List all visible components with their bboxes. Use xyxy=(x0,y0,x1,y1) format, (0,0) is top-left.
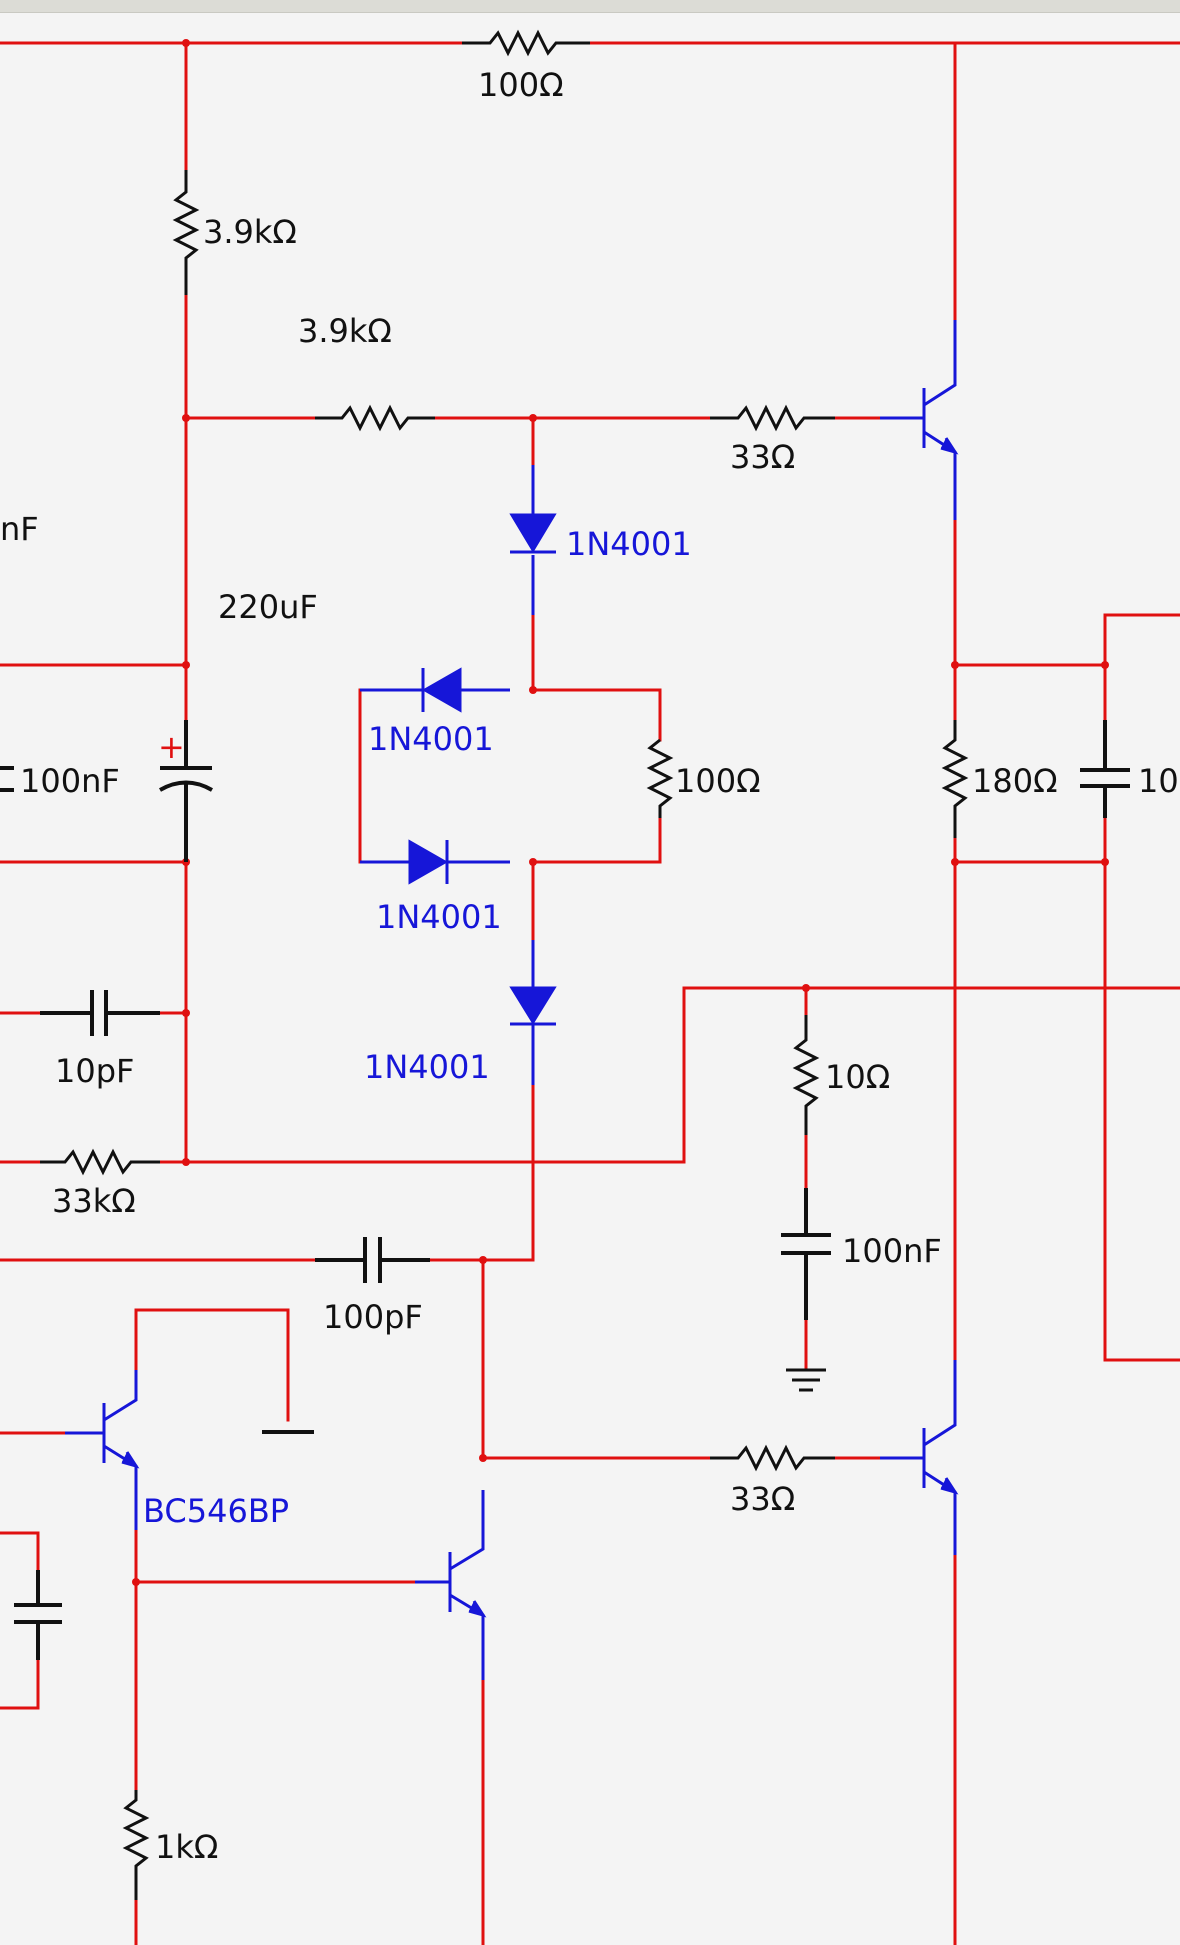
resistor-1k xyxy=(122,1790,150,1900)
transistor-lower-right xyxy=(880,1360,959,1555)
capacitor-100n-right xyxy=(781,1188,831,1320)
resistor-top-100 xyxy=(462,29,590,57)
transistor-upper-right xyxy=(880,320,959,520)
diode-d3 xyxy=(360,839,510,885)
label-diode-d2: 1N4001 xyxy=(368,720,494,758)
capacitor-100n-left xyxy=(0,766,14,792)
capacitor-100p xyxy=(315,1237,430,1283)
label-r-3k9-b: 3.9kΩ xyxy=(298,312,392,350)
diode-d2 xyxy=(360,667,510,713)
label-c-partial-right: 10 xyxy=(1138,762,1179,800)
resistor-3k9-horizontal xyxy=(315,404,435,432)
capacitor-220u xyxy=(159,720,213,862)
resistor-180 xyxy=(941,720,969,838)
ground-10-branch xyxy=(786,1368,826,1392)
resistor-33-lower xyxy=(710,1444,835,1472)
capacitor-10p xyxy=(40,990,160,1036)
label-c-partial-nf: nF xyxy=(0,510,39,548)
label-c-100n-right: 100nF xyxy=(842,1232,942,1270)
transistor-lower-middle xyxy=(415,1490,487,1680)
resistors xyxy=(40,29,969,1900)
label-c-10p: 10pF xyxy=(55,1052,134,1090)
label-r-33-lower: 33Ω xyxy=(730,1480,795,1518)
diodes xyxy=(360,465,557,1085)
label-r-1k: 1kΩ xyxy=(155,1828,218,1866)
label-c-220u: 220uF xyxy=(218,588,318,626)
transistor-bc546bp xyxy=(65,1370,140,1530)
label-diode-d3: 1N4001 xyxy=(376,898,502,936)
wires xyxy=(0,41,1180,1945)
diode-d4 xyxy=(509,940,557,1085)
window-top-border xyxy=(0,0,1180,13)
label-r-3k9-a: 3.9kΩ xyxy=(203,213,297,251)
label-transistor-bc546bp: BC546BP xyxy=(143,1492,289,1530)
label-diode-d1: 1N4001 xyxy=(566,525,692,563)
diode-d1 xyxy=(509,465,557,615)
label-diode-d4: 1N4001 xyxy=(364,1048,490,1086)
resistor-33-upper xyxy=(710,404,835,432)
label-r-100-mid: 100Ω xyxy=(675,762,761,800)
label-c-100p: 100pF xyxy=(323,1298,423,1336)
label-c-100n-left: 100nF xyxy=(20,762,120,800)
resistor-10 xyxy=(792,1015,820,1135)
transistors xyxy=(65,320,959,1680)
resistor-100-mid xyxy=(646,738,674,818)
label-r-33-upper: 33Ω xyxy=(730,438,795,476)
junction-dots xyxy=(132,39,1109,1586)
label-r-10: 10Ω xyxy=(825,1058,890,1096)
label-r-top: 100Ω xyxy=(478,66,564,104)
polarity-plus-sign: + xyxy=(158,728,185,766)
capacitors xyxy=(0,720,1130,1660)
capacitor-10-right xyxy=(1080,720,1130,818)
capacitor-left-partial xyxy=(14,1570,62,1660)
resistor-33k xyxy=(40,1148,160,1176)
resistor-3k9-vertical xyxy=(172,170,200,295)
label-r-180: 180Ω xyxy=(972,762,1058,800)
label-r-33k: 33kΩ xyxy=(52,1182,136,1220)
